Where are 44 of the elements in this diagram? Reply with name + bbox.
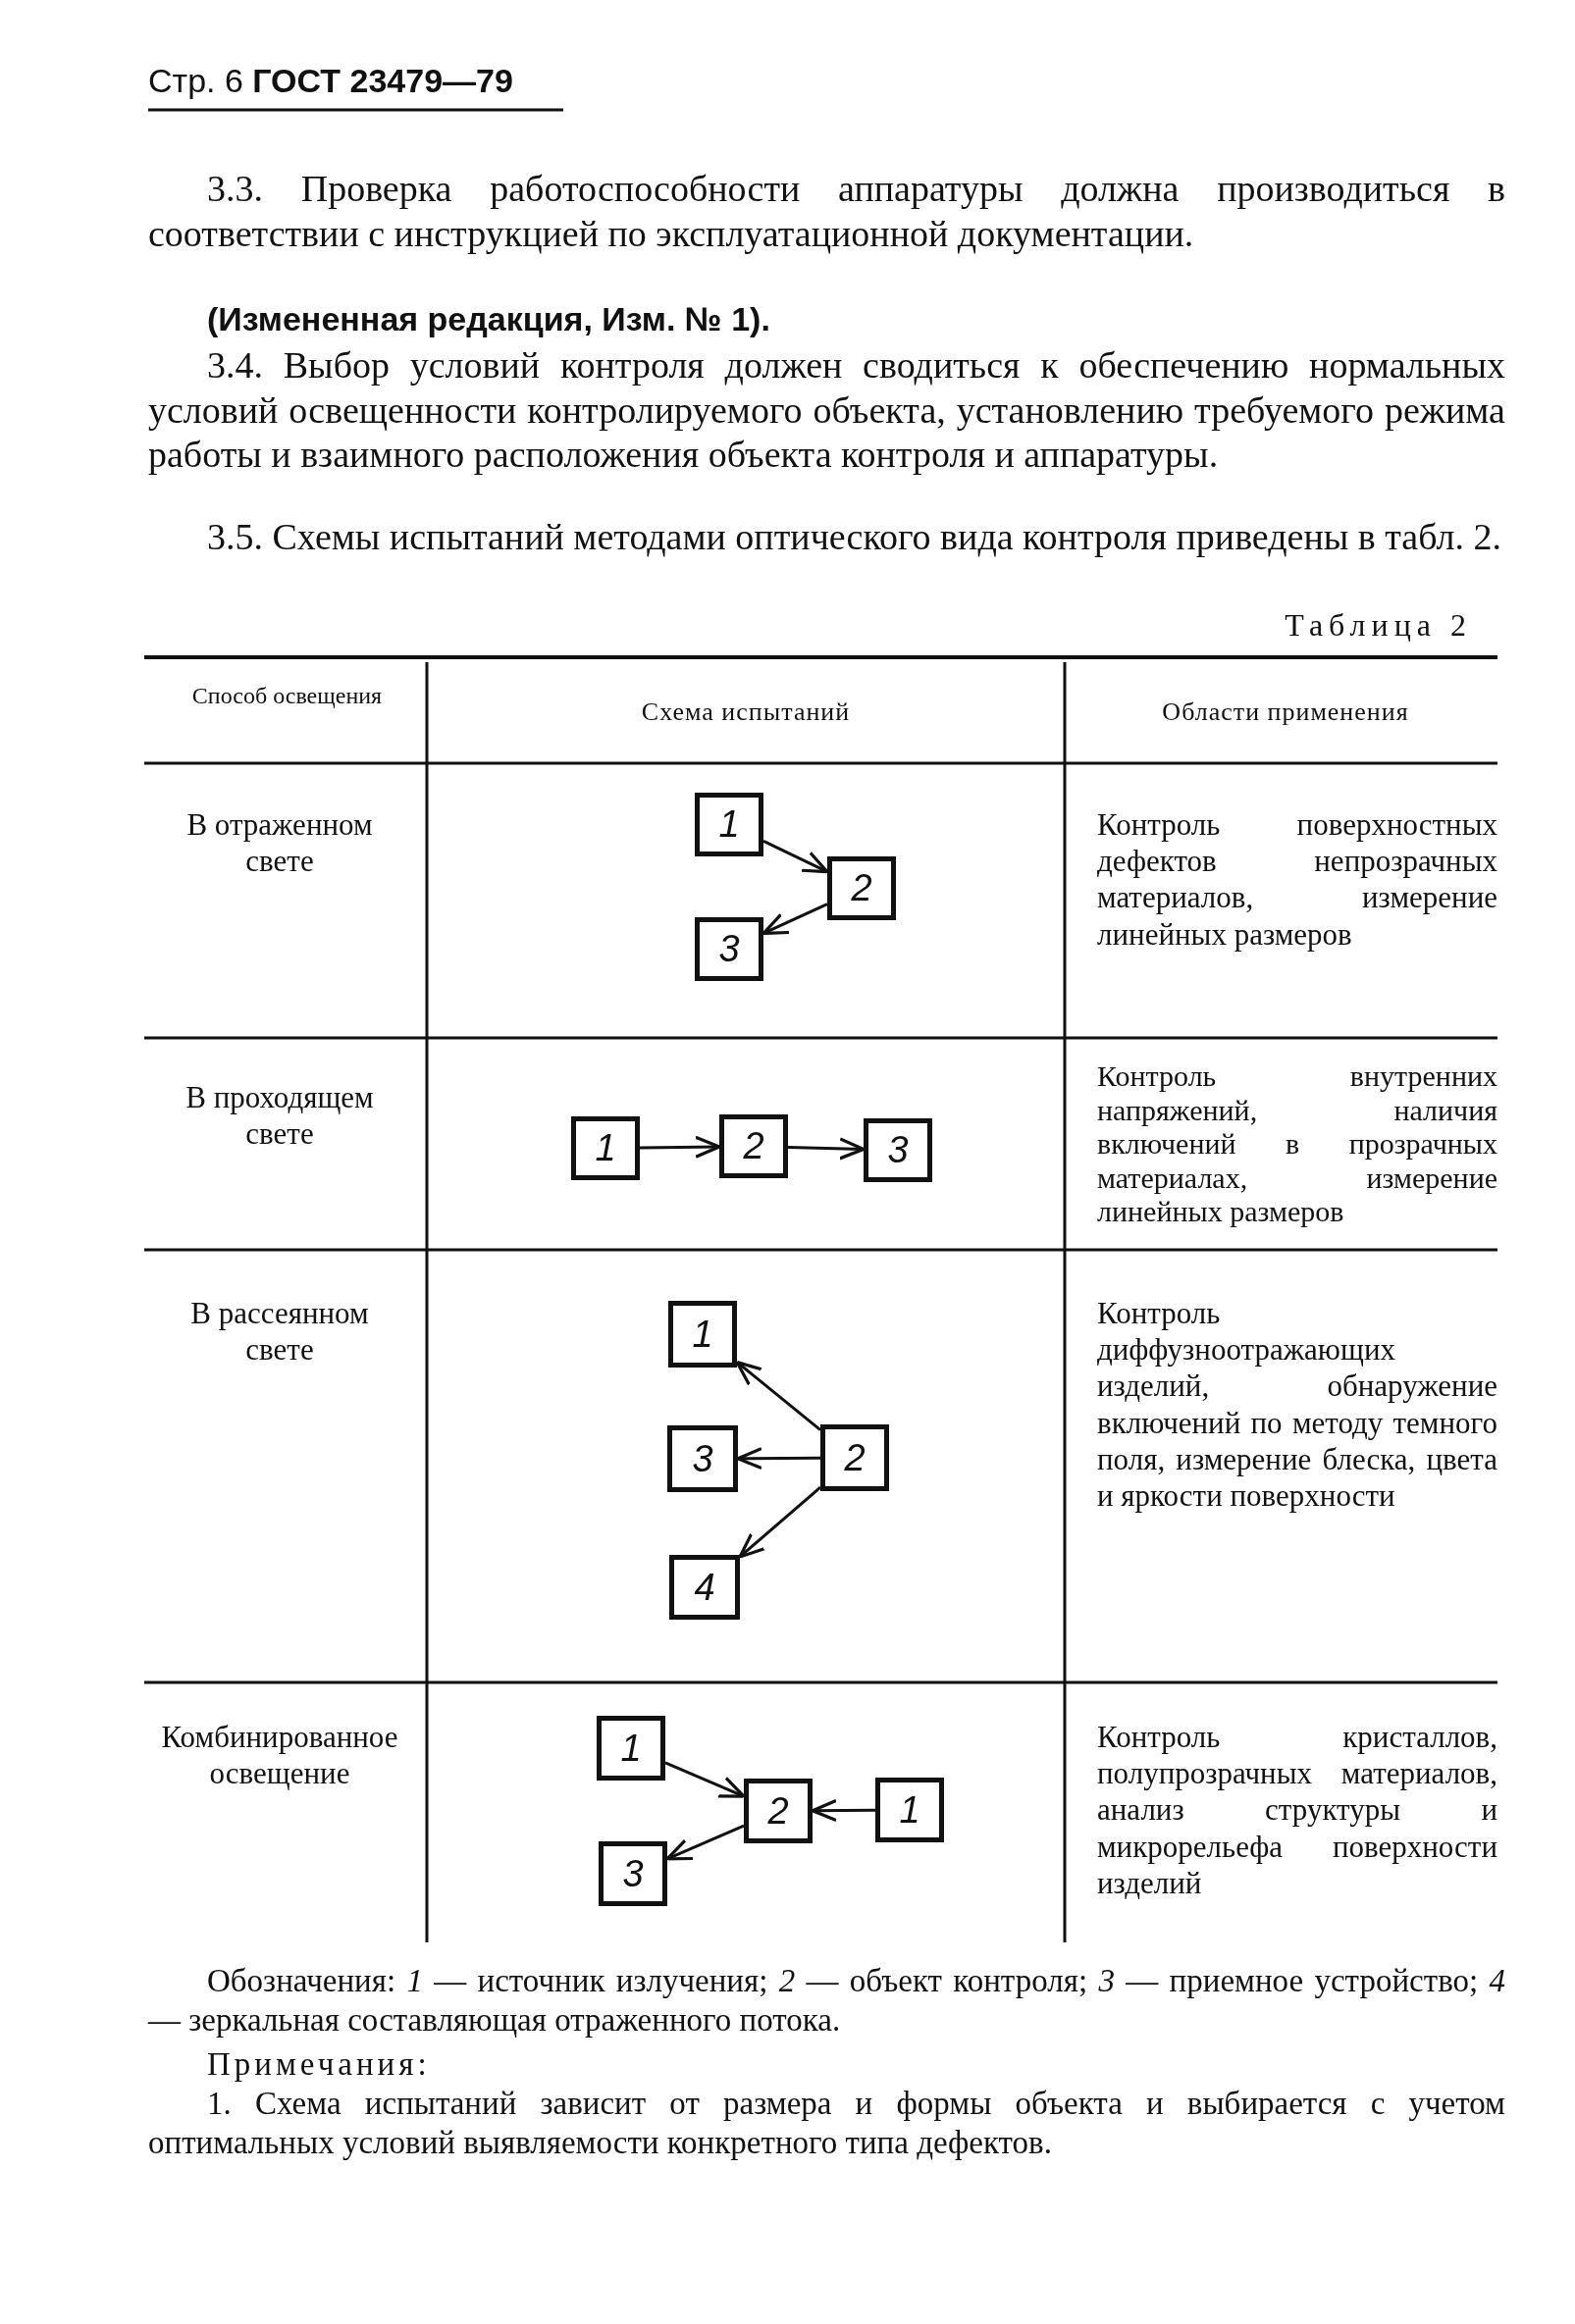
arrow <box>811 1798 875 1823</box>
table-cell-text: В рассеянном свете <box>189 1295 370 1369</box>
numbered-box: 2 <box>827 856 896 920</box>
column-header: Способ освещения <box>190 682 384 710</box>
arrow <box>735 1360 821 1431</box>
numbered-box: 3 <box>695 917 763 981</box>
numbered-box: 2 <box>744 1779 813 1843</box>
numbered-box: 2 <box>719 1114 788 1178</box>
numbered-box: 1 <box>571 1116 640 1180</box>
note: 1. Схема испытаний зависит от размера и формы объекта и выбирается с учетом оптимальных условий выявляемости конкретного типа дефектов. <box>148 2085 1505 2162</box>
table-cell-text: В отраженном свете <box>185 806 374 880</box>
numbered-box: 3 <box>667 1425 738 1492</box>
column-header: Области применения <box>1161 697 1410 728</box>
arrow <box>639 1135 721 1159</box>
column-header: Схема испытаний <box>640 697 852 728</box>
numbered-box: 3 <box>599 1841 667 1906</box>
arrow <box>738 1486 821 1559</box>
paragraph: 3.5. Схемы испытаний методами оптического вида контроля приведены в табл. 2. <box>206 515 1502 559</box>
numbered-box: 1 <box>875 1778 944 1842</box>
table-cell-text: В проходящем свете <box>184 1079 375 1153</box>
arrow <box>664 1761 746 1798</box>
paragraph: 3.4. Выбор условий контроля должен сводиться к обеспечению нормальных условий освещенности контролируемого объекта, установлению требуемого режима работы и взаимного расположения объекта контроля и аппаратуры. <box>148 343 1505 478</box>
table-cell: Контроль поверхностных дефектов непрозрачных материалов, измерение линейных размеров <box>1097 806 1497 953</box>
arrow <box>761 903 828 936</box>
paragraph: 3.3. Проверка работоспособности аппаратуры должна производиться в соответствии с инструкцией по эксплуатационной документации. <box>148 167 1505 256</box>
numbered-box: 4 <box>669 1555 740 1620</box>
arrow <box>736 1447 820 1471</box>
table-caption: Таблица 2 <box>1284 606 1472 645</box>
arrow <box>762 840 829 874</box>
numbered-box: 1 <box>668 1301 737 1368</box>
amendment-note: (Измененная редакция, Изм. № 1). <box>207 299 771 339</box>
notes-heading: Примечания: <box>207 2045 432 2084</box>
key-note: Обозначения: 1 — источник излучения; 2 — объект контроля; 3 — приемное устройство; 4 — зеркальная составляющая отраженного потока. <box>148 1962 1505 2040</box>
numbered-box: 1 <box>695 793 763 856</box>
table-cell-text: Комбинированное освещение <box>160 1719 399 1792</box>
page-header: Стр. 6 ГОСТ 23479—79 <box>148 61 514 101</box>
table-cell: Контроль диффузноотражающих изделий, обнаружение включений по методу темного поля, измерение блеска, цвета и яркости поверхности <box>1097 1295 1497 1515</box>
numbered-box: 3 <box>864 1118 932 1182</box>
table-cell: Контроль внутренних напряжений, наличия включений в прозрачных материалах, измерение линейных размеров <box>1097 1059 1497 1229</box>
numbered-box: 2 <box>820 1424 889 1491</box>
table-cell: Контроль кристаллов, полупрозрачных материалов, анализ структуры и микрорельефа поверхности изделий <box>1097 1719 1497 1901</box>
arrow <box>787 1137 866 1161</box>
numbered-box: 1 <box>597 1716 665 1781</box>
arrow <box>665 1824 745 1861</box>
